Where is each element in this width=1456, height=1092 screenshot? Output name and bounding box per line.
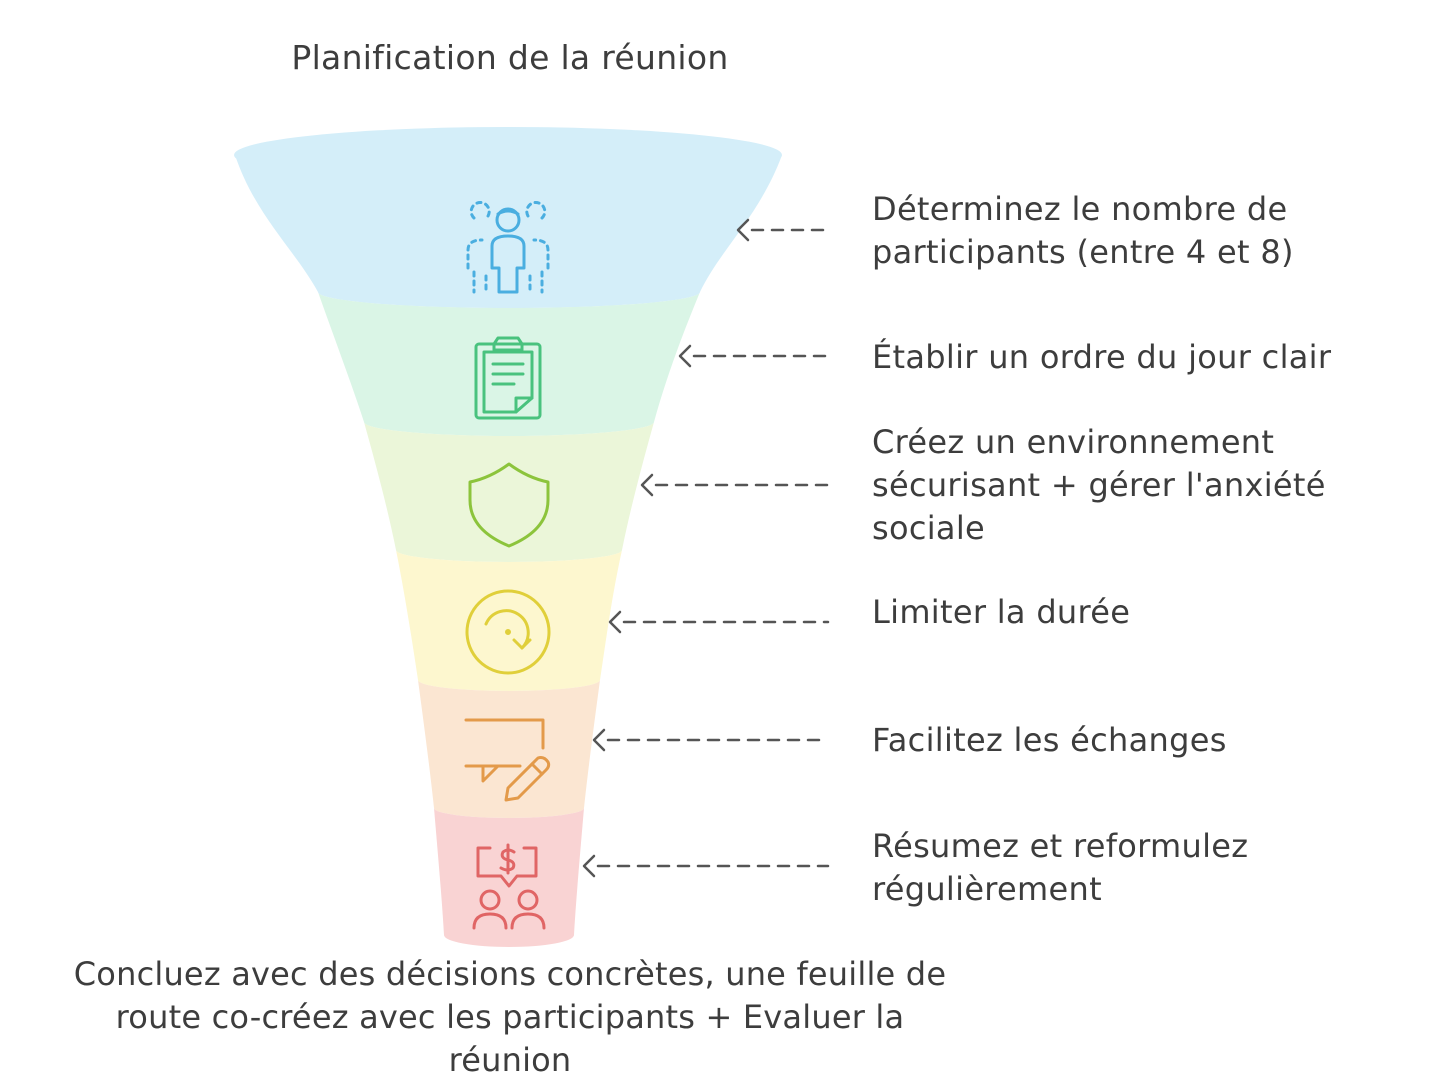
diagram-title: Planification de la réunion <box>291 38 729 77</box>
timer-icon <box>465 589 551 675</box>
funnel-rim <box>234 127 782 183</box>
funnel-segment-duration <box>396 550 622 691</box>
arrow-exchanges <box>592 728 830 752</box>
arrow-participants <box>736 218 830 242</box>
people-discussion-icon <box>472 843 546 930</box>
arrows <box>582 218 830 878</box>
arrow-safe <box>640 473 830 497</box>
funnel-segment-summary <box>434 808 584 947</box>
stage-label-exchanges: Facilitez les échanges <box>872 721 1227 759</box>
conclusion-text: Concluez avec des décisions concrètes, u… <box>73 955 947 1079</box>
funnel-segment-exchanges <box>418 680 600 818</box>
funnel-segments <box>235 155 782 947</box>
funnel-segment-safe <box>364 422 654 562</box>
shield-icon <box>468 462 550 548</box>
arrow-summary <box>582 854 830 878</box>
stage-label-participants: Déterminez le nombre de participants (en… <box>872 190 1294 271</box>
stage-label-safe: Créez un environnement sécurisant + gére… <box>872 423 1326 547</box>
arrow-duration <box>608 610 830 634</box>
people-group-icon <box>466 200 550 294</box>
clipboard-icon <box>474 336 542 420</box>
chat-pencil-icon <box>464 718 551 802</box>
arrow-agenda <box>678 344 830 368</box>
stage-label-agenda: Établir un ordre du jour clair <box>872 338 1332 376</box>
stage-label-summary: Résumez et reformulez régulièrement <box>872 827 1249 908</box>
stage-label-duration: Limiter la durée <box>872 593 1131 631</box>
